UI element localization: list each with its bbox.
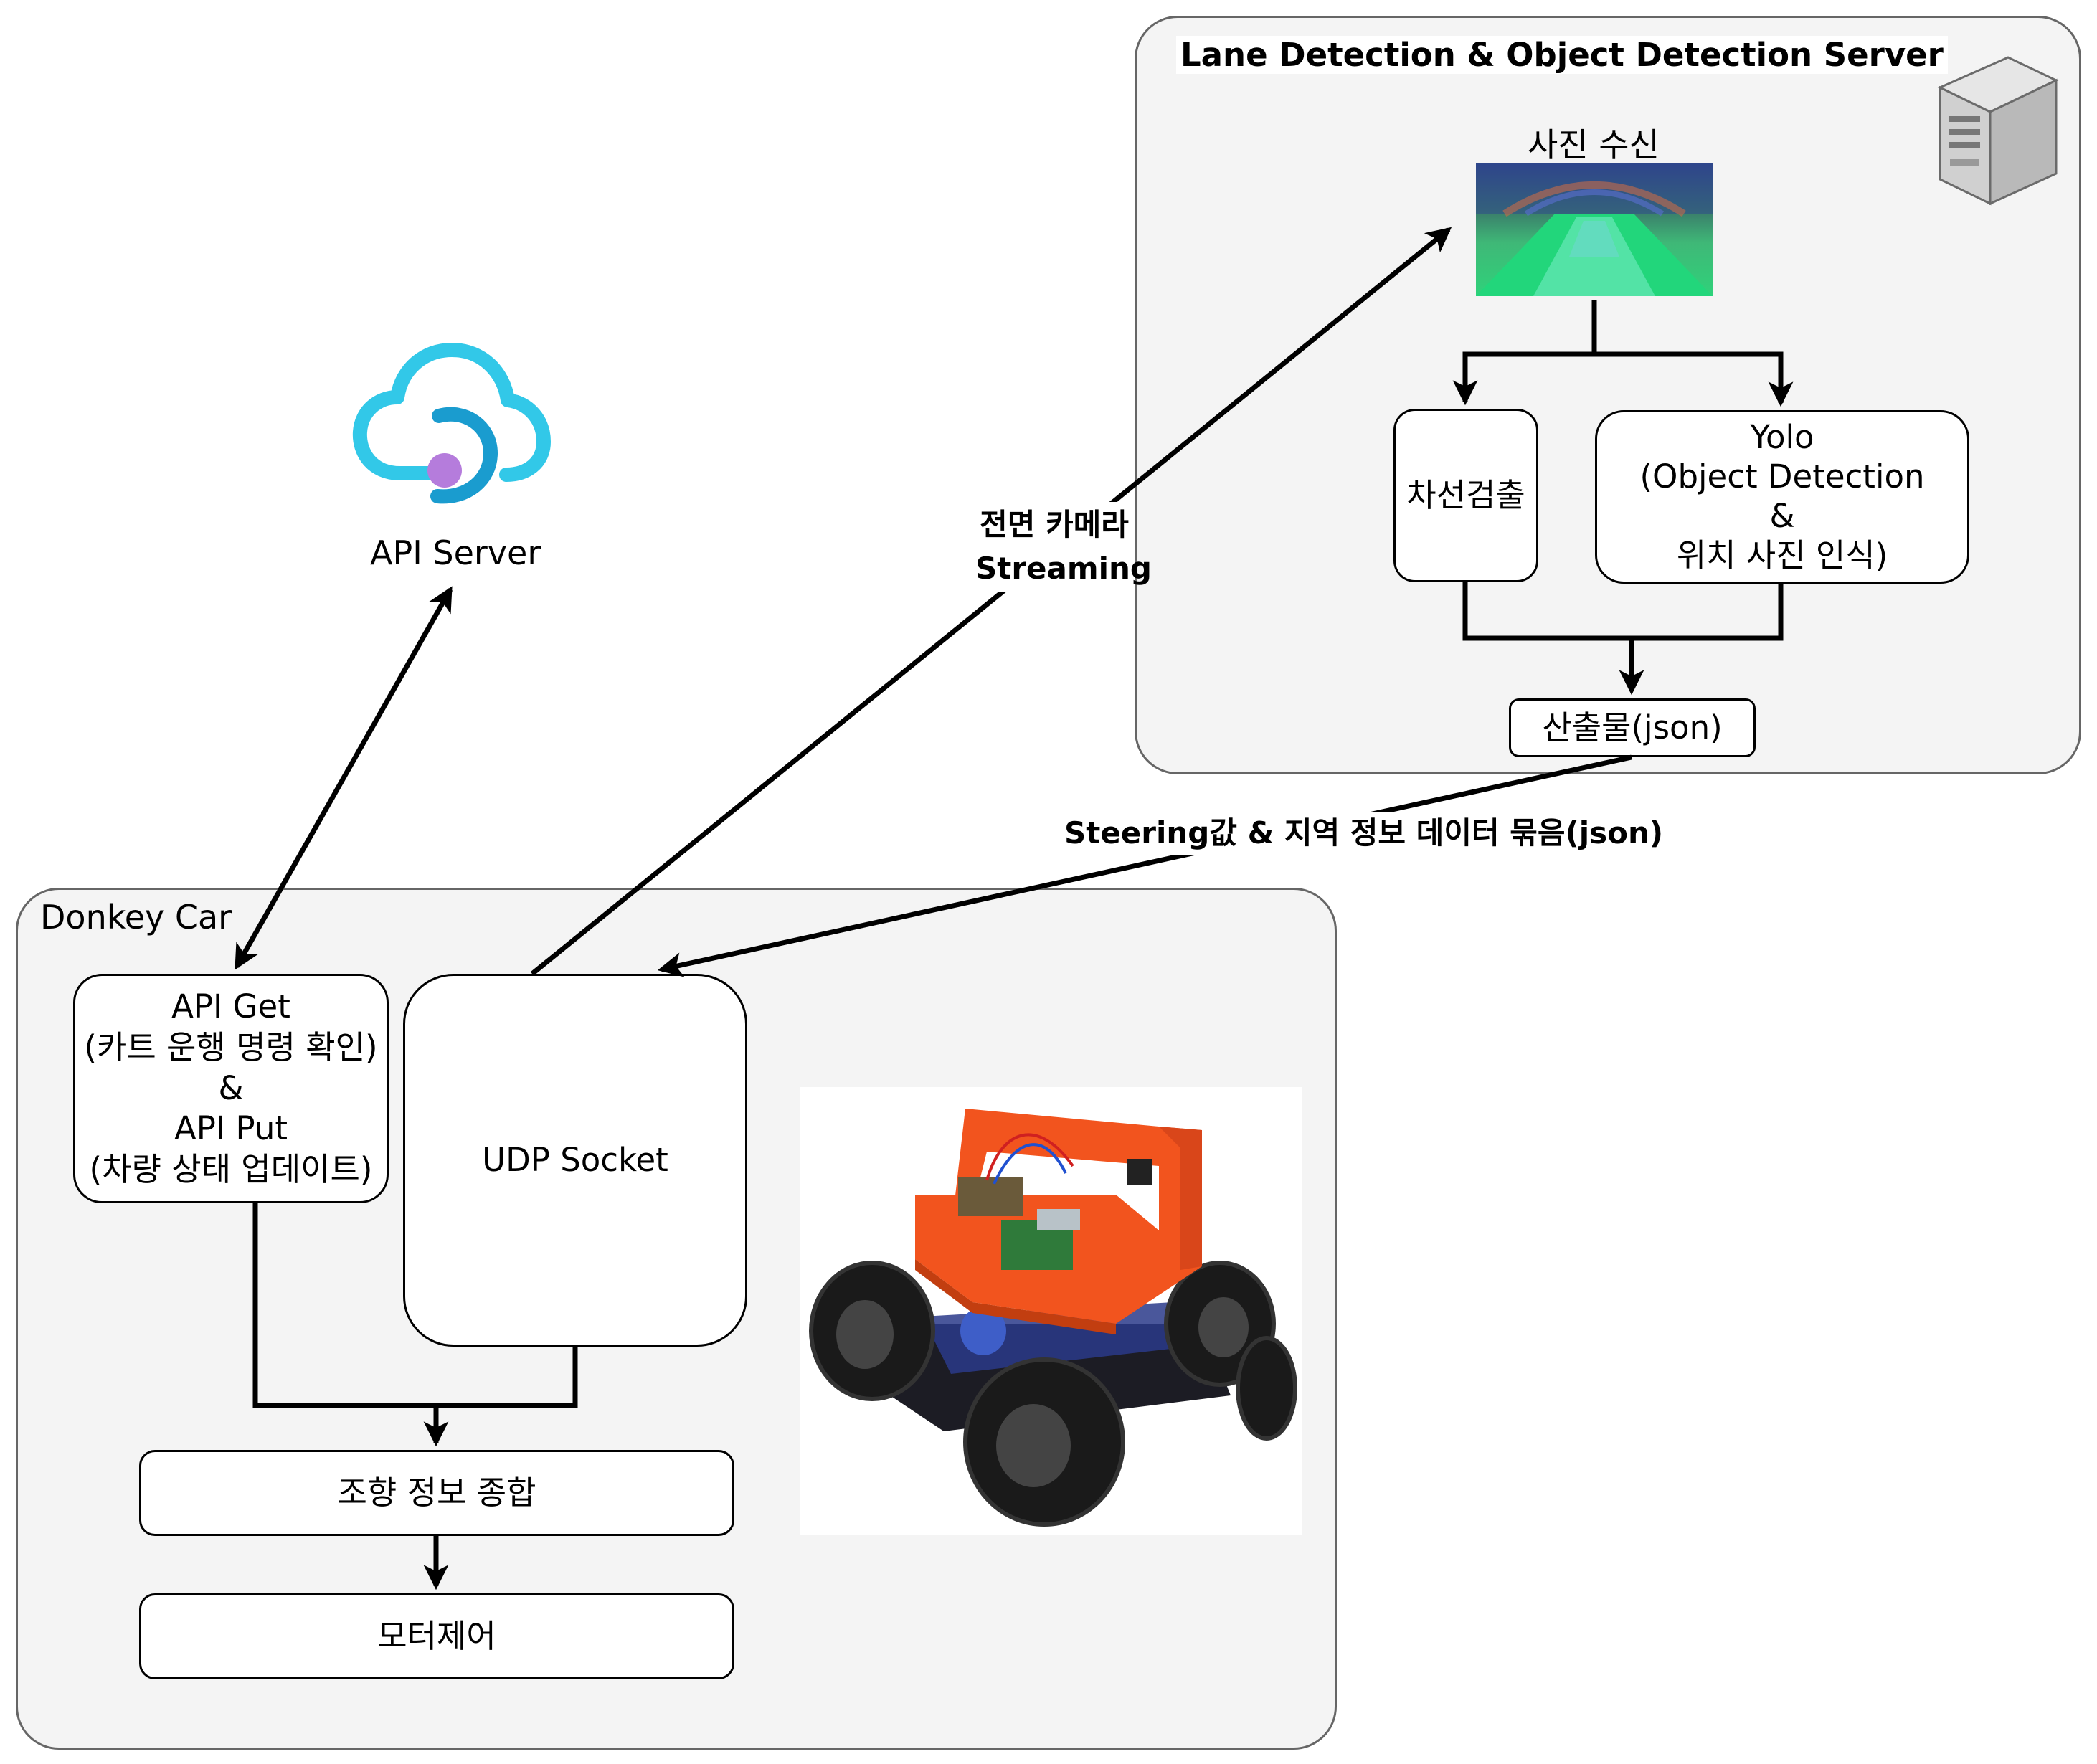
steering-merge-label: 조향 정보 종합 (337, 1474, 536, 1512)
udp-socket-box: UDP Socket (403, 974, 747, 1347)
lane-to-output-edge (1462, 582, 1644, 696)
server-group-title: Lane Detection & Object Detection Server (1176, 36, 1948, 74)
donkey-car-image (800, 1087, 1302, 1535)
api-line-4: API Put (174, 1109, 288, 1148)
yolo-to-output-edge (1632, 584, 1784, 641)
api-line-3: & (218, 1068, 244, 1107)
api-server-label: API Server (370, 534, 541, 572)
api-to-steering-edge (252, 1203, 449, 1447)
yolo-line-2: (Object Detection (1639, 457, 1925, 496)
udp-to-steering-edge (436, 1347, 578, 1408)
image-to-split-edge (1452, 300, 1597, 406)
camera-image (1476, 163, 1713, 296)
motor-control-label: 모터제어 (377, 1617, 496, 1656)
camera-stream-edge (530, 227, 1452, 976)
yolo-box: Yolo (Object Detection & 위치 사진 인식) (1595, 410, 1969, 584)
yolo-line-4: 위치 사진 인식) (1676, 536, 1888, 574)
udp-socket-label: UDP Socket (482, 1141, 668, 1180)
lane-detection-label: 차선검출 (1406, 476, 1525, 515)
camera-stream-label: 전면 카메라 Streaming (975, 502, 1152, 592)
lane-detection-box: 차선검출 (1393, 409, 1538, 582)
camera-stream-label-1: 전면 카메라 (980, 507, 1129, 542)
server-group (1135, 16, 2081, 774)
output-json-label: 산출물(json) (1542, 708, 1723, 747)
steering-merge-box: 조향 정보 종합 (139, 1450, 734, 1536)
steering-data-label: Steering값 & 지역 정보 데이터 묶음(json) (1061, 812, 1667, 855)
api-line-5: (차량 상태 업데이트) (89, 1150, 373, 1189)
output-json-box: 산출물(json) (1509, 698, 1756, 757)
api-server-edge (234, 586, 453, 970)
camera-stream-label-2: Streaming (975, 550, 1152, 586)
server-tower-icon (1937, 56, 2059, 206)
api-get-put-box: API Get (카트 운행 명령 확인) & API Put (차량 상태 업… (73, 974, 389, 1203)
car-group-title: Donkey Car (40, 898, 232, 936)
api-line-1: API Get (171, 987, 290, 1026)
api-line-2: (카트 운행 명령 확인) (84, 1028, 378, 1066)
yolo-line-3: & (1769, 497, 1795, 535)
image-to-yolo-edge (1594, 351, 1794, 407)
cloud-icon (352, 343, 551, 504)
steering-data-edge (657, 754, 1632, 977)
yolo-line-1: Yolo (1750, 418, 1814, 457)
motor-control-box: 모터제어 (139, 1593, 734, 1679)
image-receive-caption: 사진 수신 (1528, 125, 1660, 164)
